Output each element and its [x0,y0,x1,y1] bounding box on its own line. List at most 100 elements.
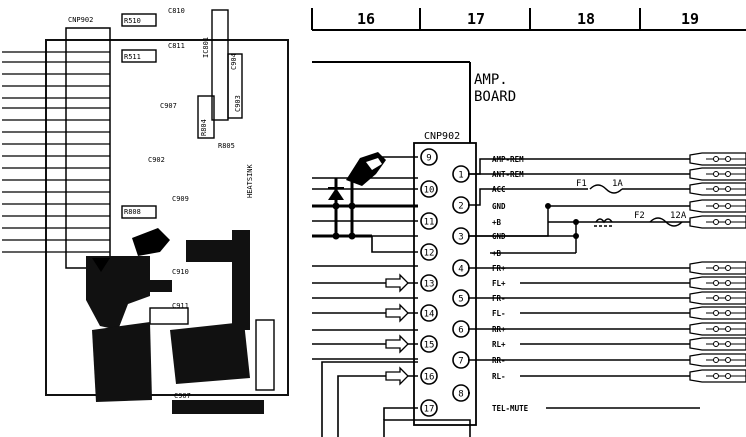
signal-label: GND [492,202,506,211]
resistor-outline [197,95,215,139]
pcb-dark-areas [86,230,264,414]
amp-board-label: AMP. [474,72,508,88]
terminal-connector-icon [689,276,746,290]
terminal-column [689,152,746,383]
fuse-f1: F1 1A [576,179,690,194]
terminal-connector-icon [689,322,746,336]
pin-circle [420,243,438,261]
amp-board-label: BOARD [474,89,516,105]
arrow-right-icon [385,303,409,323]
pin-number: 5 [458,295,463,305]
signal-label: ANT-REM [492,170,524,179]
signal-labels: AMP-REMANT-REMACCGND+BGND+BFR+FL+FR-FL-R… [492,155,529,413]
fuse-icon [649,217,683,227]
pin-number: 8 [458,390,463,400]
signal-label: FL- [492,309,506,318]
connector-pin: 2 [452,196,470,214]
inductor-icon [595,218,613,224]
pcb-diode-icon [92,258,110,272]
terminal-connector-icon [689,369,746,383]
pcb-label: C903 [234,95,242,112]
fuse-rating: 1A [612,179,623,189]
terminal-connector-icon [689,199,746,213]
connector-pin: 3 [452,227,470,245]
pcb-label: R804 [200,119,208,136]
connector-pin: 13 [420,274,438,292]
connector-pin: 4 [452,259,470,277]
pin-circle [420,148,438,166]
fuse-rating: 12A [670,211,687,221]
resistor-outline [121,13,157,27]
signal-label: AMP-REM [492,155,524,164]
signal-label: RR+ [492,325,506,334]
arrow-right-icon [385,334,409,354]
grid-column-label: 19 [681,10,699,28]
grid-column-label: 17 [467,10,485,28]
right-junction-dots [545,203,579,239]
pin-number: 9 [426,154,431,164]
resistor-outline [121,49,157,63]
terminal-connector-icon [689,215,746,229]
pin-circle [420,335,438,353]
connector-pin: 9 [420,148,438,166]
terminal-connector-icon [689,353,746,367]
fuse-label: F2 [634,211,645,221]
pcb-label: C909 [172,195,189,203]
pcb-label: R808 [124,208,141,216]
junction-dots [332,202,356,240]
pcb-photo [2,9,289,414]
pcb-label: C811 [168,42,185,50]
pcb-label: C907 [174,392,191,400]
pin-number: 17 [424,405,435,415]
pin-number: 13 [424,280,435,290]
pcb-label: C904 [230,53,238,70]
connector-pin: 8 [452,384,470,402]
connector-pin: 17 [420,399,438,417]
pin-number: 16 [424,373,435,383]
diode-icon [328,187,344,200]
resistor-outline [121,205,157,219]
signal-label: FL+ [492,279,506,288]
pin-number: 14 [424,310,435,320]
connector-pin: 7 [452,351,470,369]
pin-number: 2 [458,202,463,212]
pcb-label: C911 [172,302,189,310]
pin-circle [420,304,438,322]
heavy-wiring [312,178,418,238]
terminal-connector-icon [689,152,746,166]
pcb-lead-lines [2,51,110,253]
input-arrows [385,273,409,386]
fuse-icon [589,184,623,194]
pin-number: 7 [458,357,463,367]
pcb-labels: CNP902 R510 C810 C811 R511 IC801 C903 C9… [68,7,254,400]
arrow-right-icon [385,273,409,293]
pcb-label: CNP902 [68,16,93,24]
pin-number: 1 [458,171,463,181]
pin-circle [420,180,438,198]
connector-pin: 1 [452,165,470,183]
signal-label: ACC [492,185,506,194]
pin-circle [420,399,438,417]
connector-pin: 11 [420,212,438,230]
arrow-right-icon [385,366,409,386]
pcb-label: C907 [160,102,177,110]
pcb-label: R510 [124,17,141,25]
pin-number: 11 [424,218,435,228]
terminal-connector-icon [689,291,746,305]
grid-column-label: 18 [577,10,595,28]
connector-pin: 12 [420,243,438,261]
capacitor-outline [227,53,243,119]
pin-number: 4 [458,265,463,275]
pin-circle [420,274,438,292]
signal-label: +B [492,249,502,258]
pin-number: 10 [424,186,435,196]
connector-pin: 14 [420,304,438,322]
pcb-label: R511 [124,53,141,61]
signal-label: RL- [492,372,506,381]
grid-column-label: 16 [357,10,375,28]
signal-label: FR- [492,294,506,303]
connector-pin: 10 [420,180,438,198]
signal-label: FR+ [492,264,506,273]
pcb-outline [45,39,289,396]
